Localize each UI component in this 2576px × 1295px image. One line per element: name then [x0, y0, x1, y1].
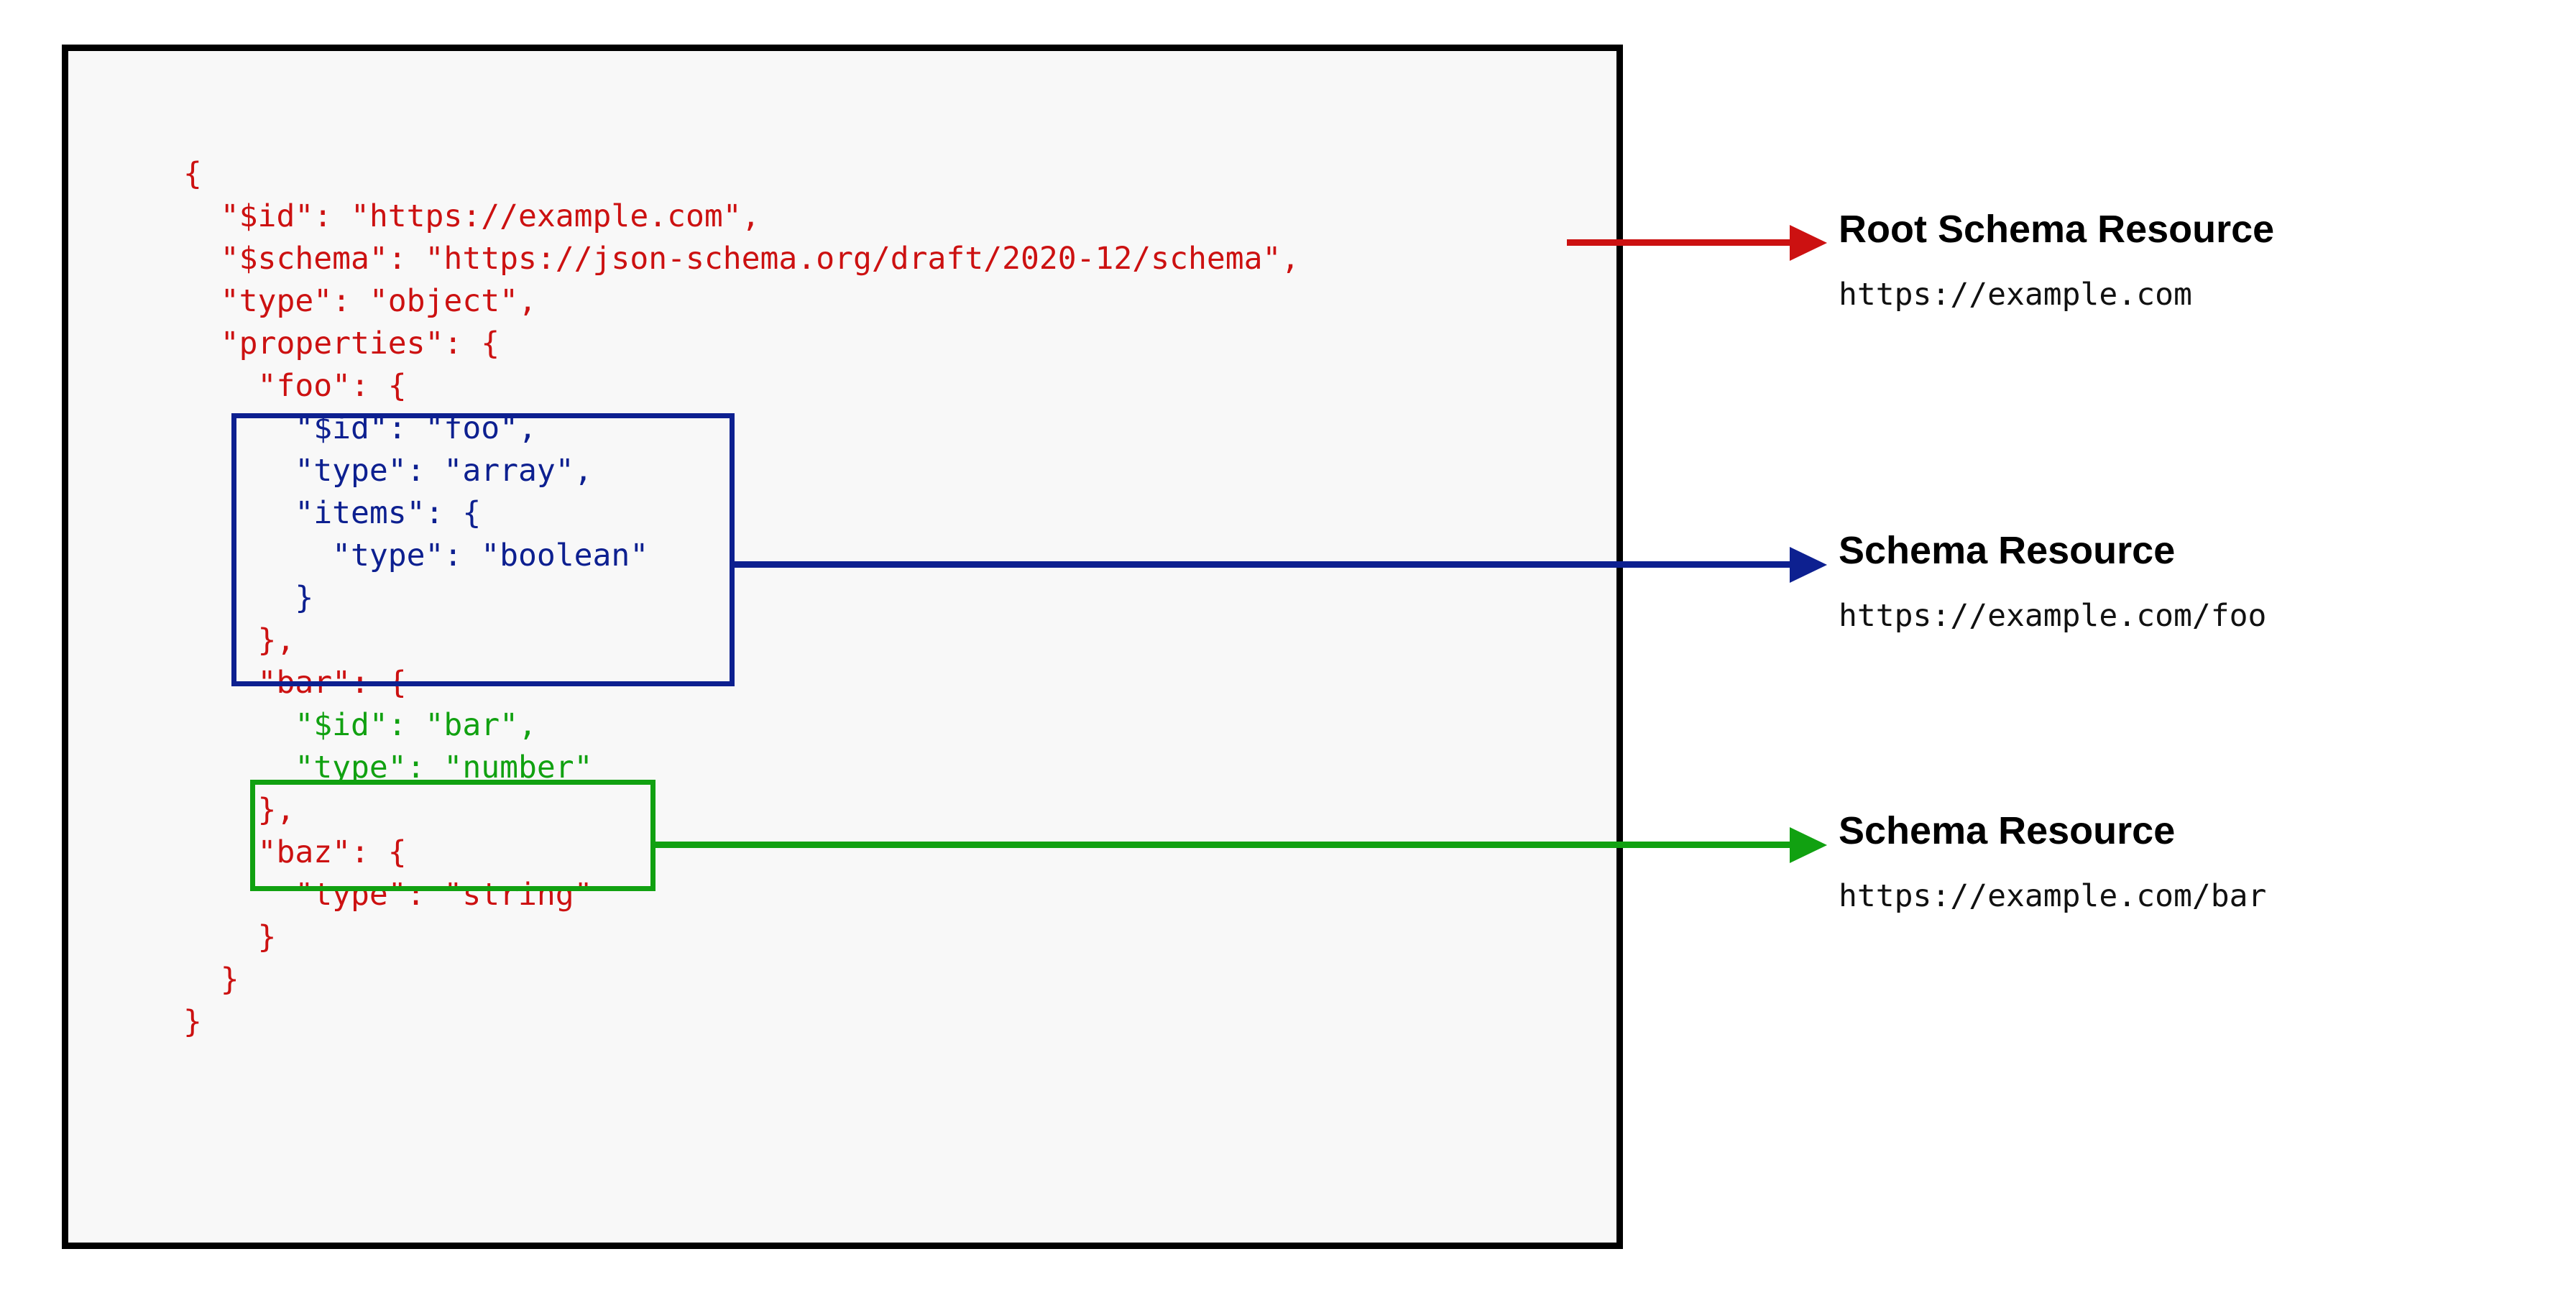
code-line: }, [183, 792, 295, 828]
annotation-foo-schema-resource: Schema Resource https://example.com/foo [1839, 528, 2266, 635]
code-line: "type": "boolean" [183, 538, 649, 573]
arrow-head-root-schema [1790, 225, 1827, 261]
code-line: } [183, 580, 314, 616]
arrow-line-bar-schema [650, 842, 1790, 848]
code-line: }, [183, 622, 295, 658]
arrow-line-foo-schema [732, 561, 1790, 568]
code-line: "$schema": "https://json-schema.org/draf… [183, 241, 1300, 277]
code-line: "baz": { [183, 834, 407, 870]
code-line: "items": { [183, 495, 482, 531]
annotation-uri: https://example.com [1839, 277, 2192, 313]
code-line: } [183, 962, 239, 997]
annotation-title: Schema Resource [1839, 809, 2176, 852]
annotation-uri: https://example.com/foo [1839, 598, 2267, 634]
annotation-uri: https://example.com/bar [1839, 878, 2267, 914]
code-line: "type": "object", [183, 283, 537, 319]
code-line: "type": "array", [183, 453, 593, 489]
annotation-title: Schema Resource [1839, 529, 2176, 572]
code-line: } [183, 919, 277, 955]
arrow-line-root-schema [1567, 239, 1790, 246]
annotation-root-schema-resource: Root Schema Resource https://example.com [1839, 207, 2274, 313]
arrow-head-foo-schema [1790, 547, 1827, 583]
code-line: { [183, 156, 202, 192]
code-line: "type": "number" [183, 750, 593, 785]
code-line: "$id": "https://example.com", [183, 198, 760, 234]
arrow-head-bar-schema [1790, 827, 1827, 863]
highlight-box-bar-schema-resource [250, 780, 656, 891]
code-line: } [183, 1004, 202, 1040]
annotation-bar-schema-resource: Schema Resource https://example.com/bar [1839, 808, 2266, 915]
code-line: "$id": "bar", [183, 707, 537, 743]
highlight-box-foo-schema-resource [231, 413, 735, 686]
annotation-title: Root Schema Resource [1839, 208, 2275, 251]
code-line: "foo": { [183, 368, 407, 404]
code-line: "type": "string" [183, 877, 593, 913]
code-frame: { "$id": "https://example.com", "$schema… [62, 45, 1623, 1249]
code-line: "properties": { [183, 326, 500, 361]
json-schema-code: { "$id": "https://example.com", "$schema… [183, 153, 1300, 1043]
